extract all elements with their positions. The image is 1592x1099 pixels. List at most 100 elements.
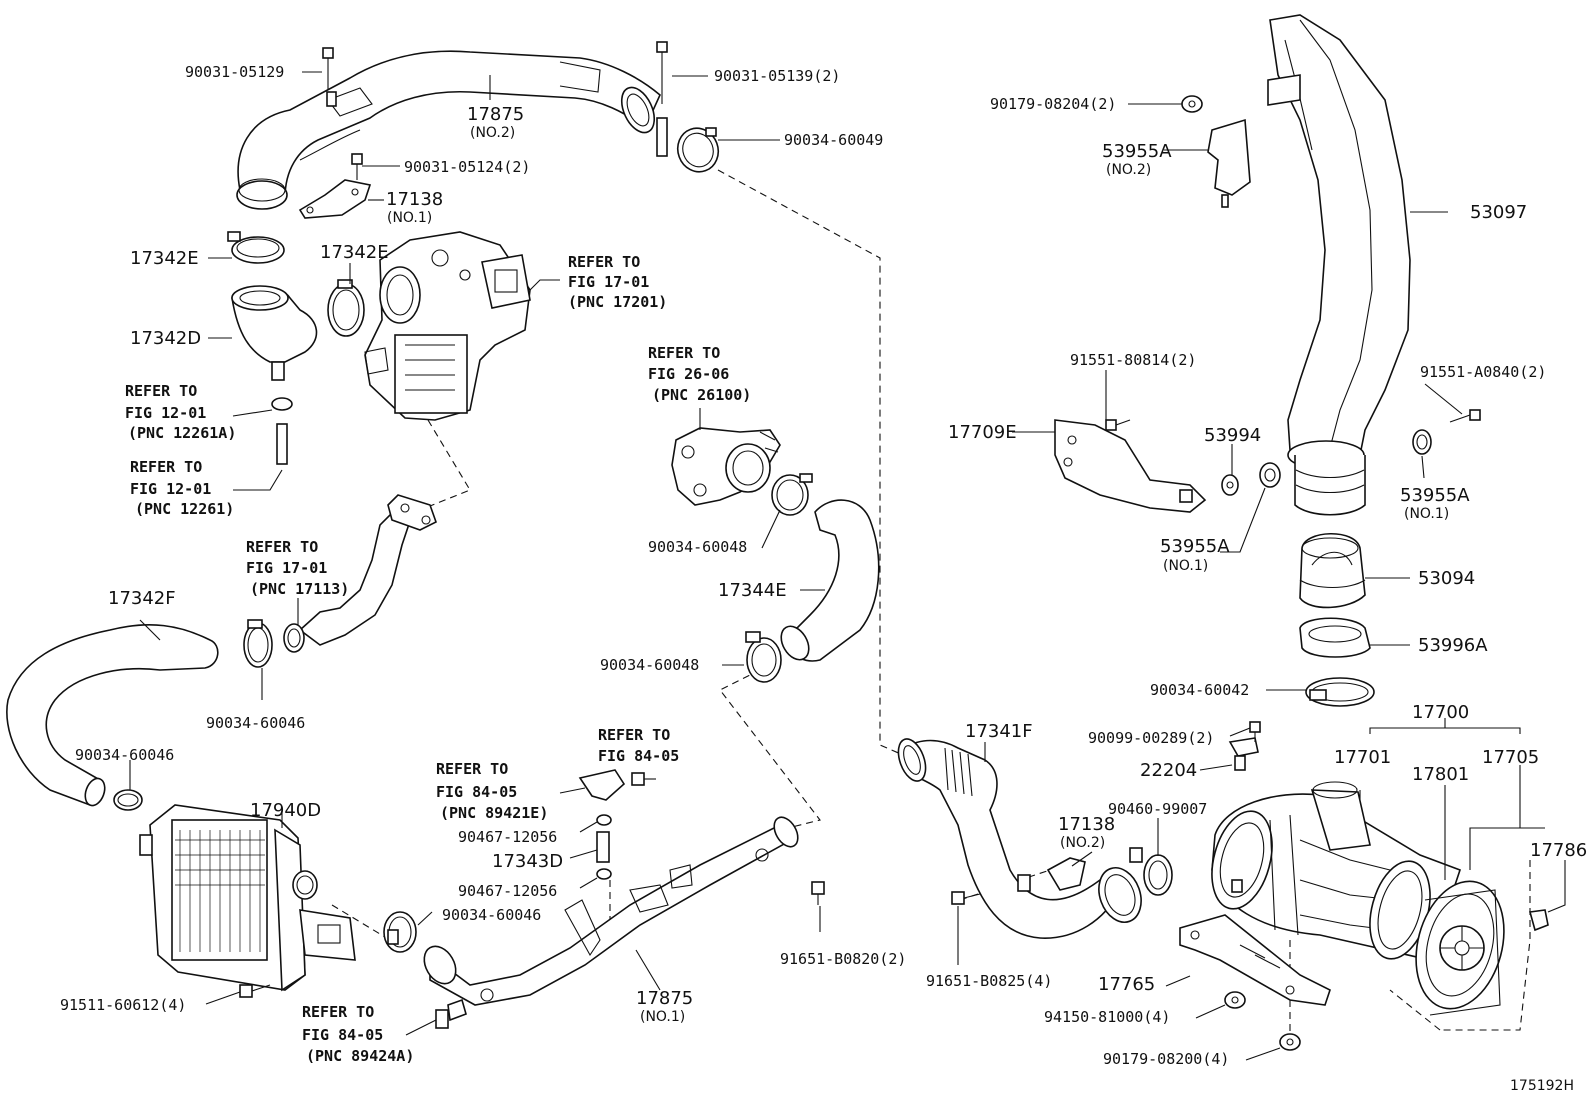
bracket-17138-no1	[298, 153, 372, 219]
label-91651-b0825: 91651-B0825(4)	[926, 972, 1052, 990]
label-refer-89424a-line1: REFER TO	[302, 1003, 374, 1021]
label-refer-17113-line2: FIG 17-01	[246, 559, 327, 577]
intake-pipe-17875-no1	[423, 816, 799, 1006]
label-17705: 17705	[1482, 747, 1539, 768]
label-53955a-left: 53955A	[1160, 536, 1230, 557]
label-17786: 17786	[1530, 840, 1587, 861]
hose-17341f	[897, 738, 1142, 939]
label-refer-89424a-line3: (PNC 89424A)	[306, 1047, 414, 1065]
hose-17344e	[780, 499, 880, 662]
label-17875-no1: 17875	[636, 988, 693, 1009]
label-90034-60048-b: 90034-60048	[600, 656, 699, 674]
label-refer-26100-line1: REFER TO	[648, 344, 720, 362]
label-17342f: 17342F	[108, 588, 176, 609]
label-90031-05139: 90031-05139(2)	[714, 67, 840, 85]
label-refer-89421e-line2: FIG 84-05	[436, 783, 517, 801]
label-refer-17113-line1: REFER TO	[246, 538, 318, 556]
label-refer-12261a-line3: (PNC 12261A)	[128, 424, 236, 442]
leader-lines	[129, 71, 1566, 1061]
label-17138-no1: 17138	[386, 189, 443, 210]
sensor-bracket-89421e	[578, 769, 656, 801]
label-22204: 22204	[1140, 760, 1197, 781]
label-17875-no2-sub: (NO.2)	[470, 125, 515, 141]
label-90467-12056-a: 90467-12056	[458, 828, 557, 846]
figure-code: 175192H	[1510, 1078, 1574, 1094]
label-53955a-no2: 53955A	[1102, 141, 1172, 162]
label-90034-60046-a: 90034-60046	[206, 714, 305, 732]
label-17875-no1-sub: (NO.1)	[640, 1009, 685, 1025]
bolt-91651-b0820	[811, 881, 825, 905]
cap-53094	[1299, 532, 1366, 609]
screw-90099-00289	[1249, 721, 1261, 742]
clamp-90034-60049	[676, 127, 720, 173]
label-17343d: 17343D	[492, 851, 563, 872]
label-53996a: 53996A	[1418, 635, 1488, 656]
label-90467-12056-b: 90467-12056	[458, 882, 557, 900]
clip-and-hose-12261	[271, 397, 293, 465]
bolt-91551-80814	[1105, 419, 1131, 431]
bolt-91511-60612	[239, 984, 271, 998]
sensor-89424a	[435, 998, 467, 1029]
label-refer-89421e-line3: (PNC 89421E)	[440, 804, 548, 822]
throttle-body-26100	[671, 427, 781, 506]
clamp-90460-99007	[1129, 847, 1173, 896]
hose-17343d	[596, 831, 610, 863]
clip-90467-12056-a	[596, 814, 612, 826]
nut-90179-08200	[1279, 1033, 1301, 1051]
clamp-90034-60046-b	[113, 789, 143, 811]
intercooler-17940d	[139, 804, 356, 992]
label-17342e-left: 17342E	[130, 248, 199, 269]
label-53955a-left-sub: (NO.1)	[1163, 558, 1208, 574]
label-refer-84-05-a-line2: FIG 84-05	[598, 747, 679, 765]
label-refer-26100-line2: FIG 26-06	[648, 365, 729, 383]
label-53955a-right-sub: (NO.1)	[1404, 506, 1449, 522]
bolt-91651-b0825	[951, 891, 981, 905]
label-90179-08200: 90179-08200(4)	[1103, 1050, 1229, 1068]
label-17765: 17765	[1098, 974, 1155, 995]
label-90034-60049: 90034-60049	[784, 131, 883, 149]
label-refer-12261-line2: FIG 12-01	[130, 480, 211, 498]
label-53955a-right: 53955A	[1400, 485, 1470, 506]
turbocharger-17201	[364, 231, 531, 421]
label-94150-81000: 94150-81000(4)	[1044, 1008, 1170, 1026]
label-refer-17201-line1: REFER TO	[568, 253, 640, 271]
label-refer-84-05-a-line1: REFER TO	[598, 726, 670, 744]
label-17709e: 17709E	[948, 422, 1017, 443]
bracket-17765	[1179, 914, 1331, 1006]
gasket-53996a	[1299, 617, 1371, 658]
label-91511-60612: 91511-60612(4)	[60, 996, 186, 1014]
label-17138-no1-sub: (NO.1)	[387, 210, 432, 226]
hose-17342f	[6, 624, 219, 807]
nut-90179-08204	[1181, 95, 1203, 113]
bolt-90031-05139	[656, 41, 668, 157]
label-90034-60048-a: 90034-60048	[648, 538, 747, 556]
label-refer-17201-line2: FIG 17-01	[568, 273, 649, 291]
grommet-53955a-right	[1412, 429, 1432, 455]
bracket-17138-no2	[1017, 857, 1086, 892]
label-53097: 53097	[1470, 202, 1527, 223]
bracket-53955a-no2	[1207, 118, 1251, 208]
label-17138-no2: 17138	[1058, 814, 1115, 835]
label-refer-12261a-line2: FIG 12-01	[125, 404, 206, 422]
clamp-90034-60048-a	[771, 473, 813, 516]
label-refer-12261a-line1: REFER TO	[125, 382, 197, 400]
label-refer-17113-line3: (PNC 17113)	[250, 580, 349, 598]
cap-17705	[1415, 880, 1505, 1016]
label-17341f: 17341F	[965, 721, 1033, 742]
label-90034-60046-b: 90034-60046	[75, 746, 174, 764]
label-refer-17201-line3: (PNC 17201)	[568, 293, 667, 311]
label-90034-60046-c: 90034-60046	[442, 906, 541, 924]
part-labels: 90031-05129 90031-05139(2) 17875 (NO.2) …	[60, 63, 1587, 1094]
bolt-91551-a0840	[1449, 409, 1481, 423]
clamp-17342e-center	[327, 279, 365, 337]
label-refer-12261-line1: REFER TO	[130, 458, 202, 476]
label-refer-26100-line3: (PNC 26100)	[652, 386, 751, 404]
label-17875-no2: 17875	[467, 104, 524, 125]
label-refer-89421e-line1: REFER TO	[436, 760, 508, 778]
label-refer-89424a-line2: FIG 84-05	[302, 1026, 383, 1044]
connector-22204	[1228, 737, 1259, 771]
label-53955a-no2-sub: (NO.2)	[1106, 162, 1151, 178]
label-91651-b0820: 91651-B0820(2)	[780, 950, 906, 968]
label-17342e-center: 17342E	[320, 242, 389, 263]
